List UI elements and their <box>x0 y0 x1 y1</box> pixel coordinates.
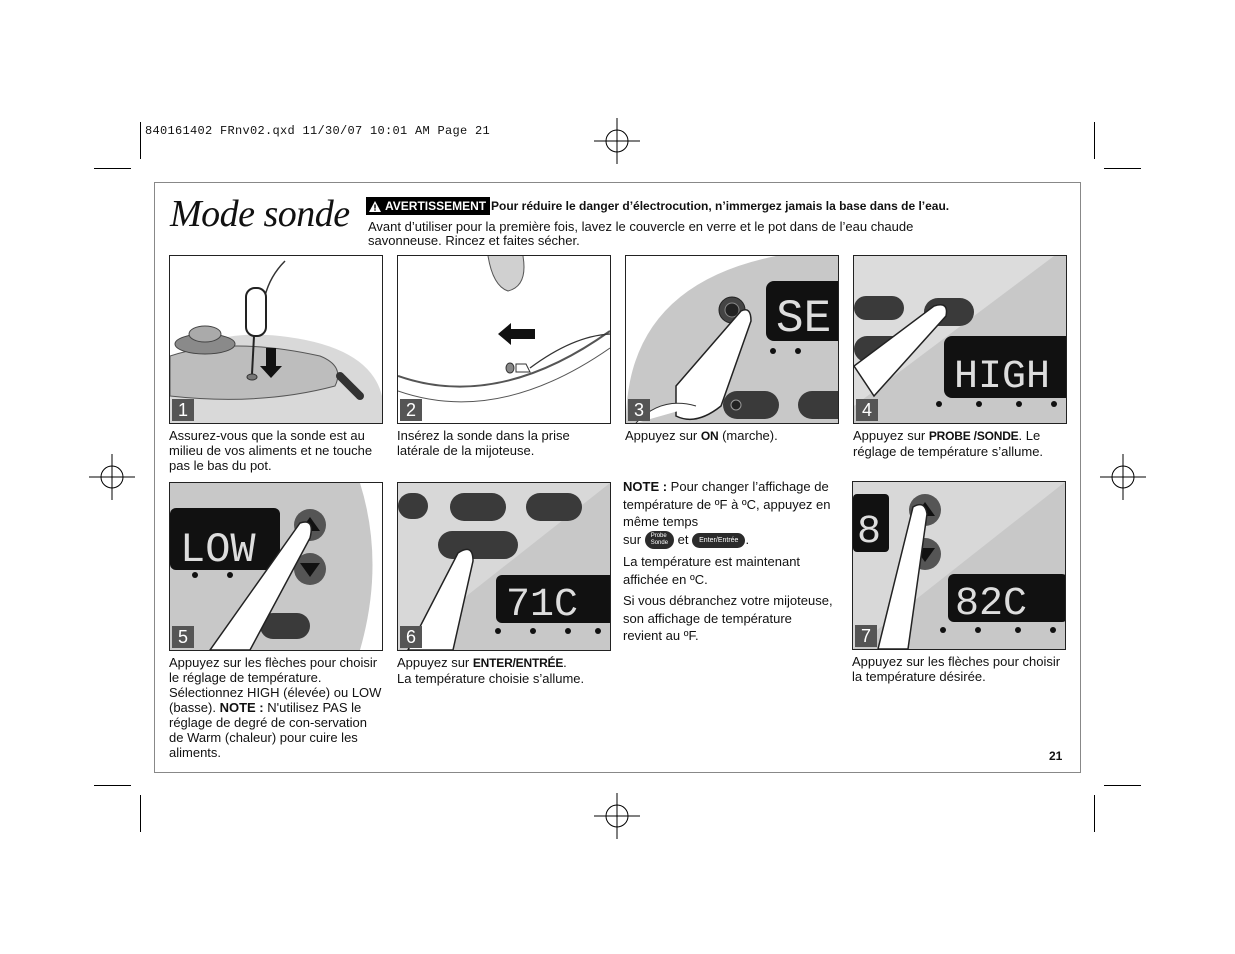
crop-mark <box>1104 168 1141 169</box>
svg-text:8: 8 <box>857 510 881 555</box>
note-paragraph: Si vous débranchez votre mijoteuse, son … <box>623 593 833 644</box>
step-6-caption: Appuyez sur ENTER/ENTRÉE.La température … <box>397 655 585 686</box>
display-readout: 82C <box>955 582 1027 627</box>
registration-mark-icon <box>89 454 135 500</box>
crop-mark <box>140 795 141 832</box>
crop-mark <box>1104 785 1141 786</box>
crop-mark <box>94 785 131 786</box>
step-2-caption: Insérez la sonde dans la prise latérale … <box>397 428 570 458</box>
step-number: 2 <box>400 399 422 421</box>
note-paragraph: La température est maintenant affichée e… <box>623 554 801 587</box>
step-5-caption: Appuyez sur les flèches pour choisir le … <box>169 655 382 760</box>
page-title: Mode sonde <box>170 193 350 235</box>
note-block: NOTE : Pour changer l’affichage de tempé… <box>623 479 833 644</box>
warning-icon <box>369 200 381 212</box>
step-1-caption: Assurez-vous que la sonde est au milieu … <box>169 428 373 473</box>
warning-badge-label: AVERTISSEMENT <box>385 199 487 213</box>
display-readout: LOW <box>180 526 256 574</box>
crop-mark <box>1094 795 1095 832</box>
step-number: 4 <box>856 399 878 421</box>
step-6-illustration: 71C 6 <box>397 482 611 651</box>
step-number: 6 <box>400 626 422 648</box>
crop-mark <box>1094 122 1095 159</box>
file-slug: 840161402 FRnv02.qxd 11/30/07 10:01 AM P… <box>145 124 491 138</box>
display-readout: SE <box>776 293 831 345</box>
step-1-illustration: 1 <box>169 255 383 424</box>
step-number: 7 <box>855 625 877 647</box>
enter-entree-button-icon: Enter/Entrée <box>692 532 746 548</box>
warning-text: Pour réduire le danger d’électrocution, … <box>491 199 950 213</box>
registration-mark-icon <box>594 793 640 839</box>
display-readout: 71C <box>506 583 578 628</box>
step-2-illustration: 2 <box>397 255 611 424</box>
registration-mark-icon <box>1100 454 1146 500</box>
page-number: 21 <box>1049 749 1063 763</box>
step-4-illustration: HIGH 4 <box>853 255 1067 424</box>
step-number: 5 <box>172 626 194 648</box>
registration-mark-icon <box>594 118 640 164</box>
intro-text: Avant d’utiliser pour la première fois, … <box>368 219 914 248</box>
step-7-illustration: 8 82C 7 <box>852 481 1066 650</box>
step-7-caption: Appuyez sur les flèches pour choisir la … <box>852 654 1061 684</box>
warning-badge: AVERTISSEMENT <box>366 197 491 215</box>
crop-mark <box>140 122 141 159</box>
step-number: 1 <box>172 399 194 421</box>
step-number: 3 <box>628 399 650 421</box>
crop-mark <box>94 168 131 169</box>
display-readout: HIGH <box>954 355 1050 400</box>
step-3-illustration: SE 3 <box>625 255 839 424</box>
step-5-illustration: LOW 5 <box>169 482 383 651</box>
step-3-caption: Appuyez sur ON (marche). <box>625 428 778 443</box>
step-4-caption: Appuyez sur PROBE /SONDE. Le réglage de … <box>853 428 1044 459</box>
